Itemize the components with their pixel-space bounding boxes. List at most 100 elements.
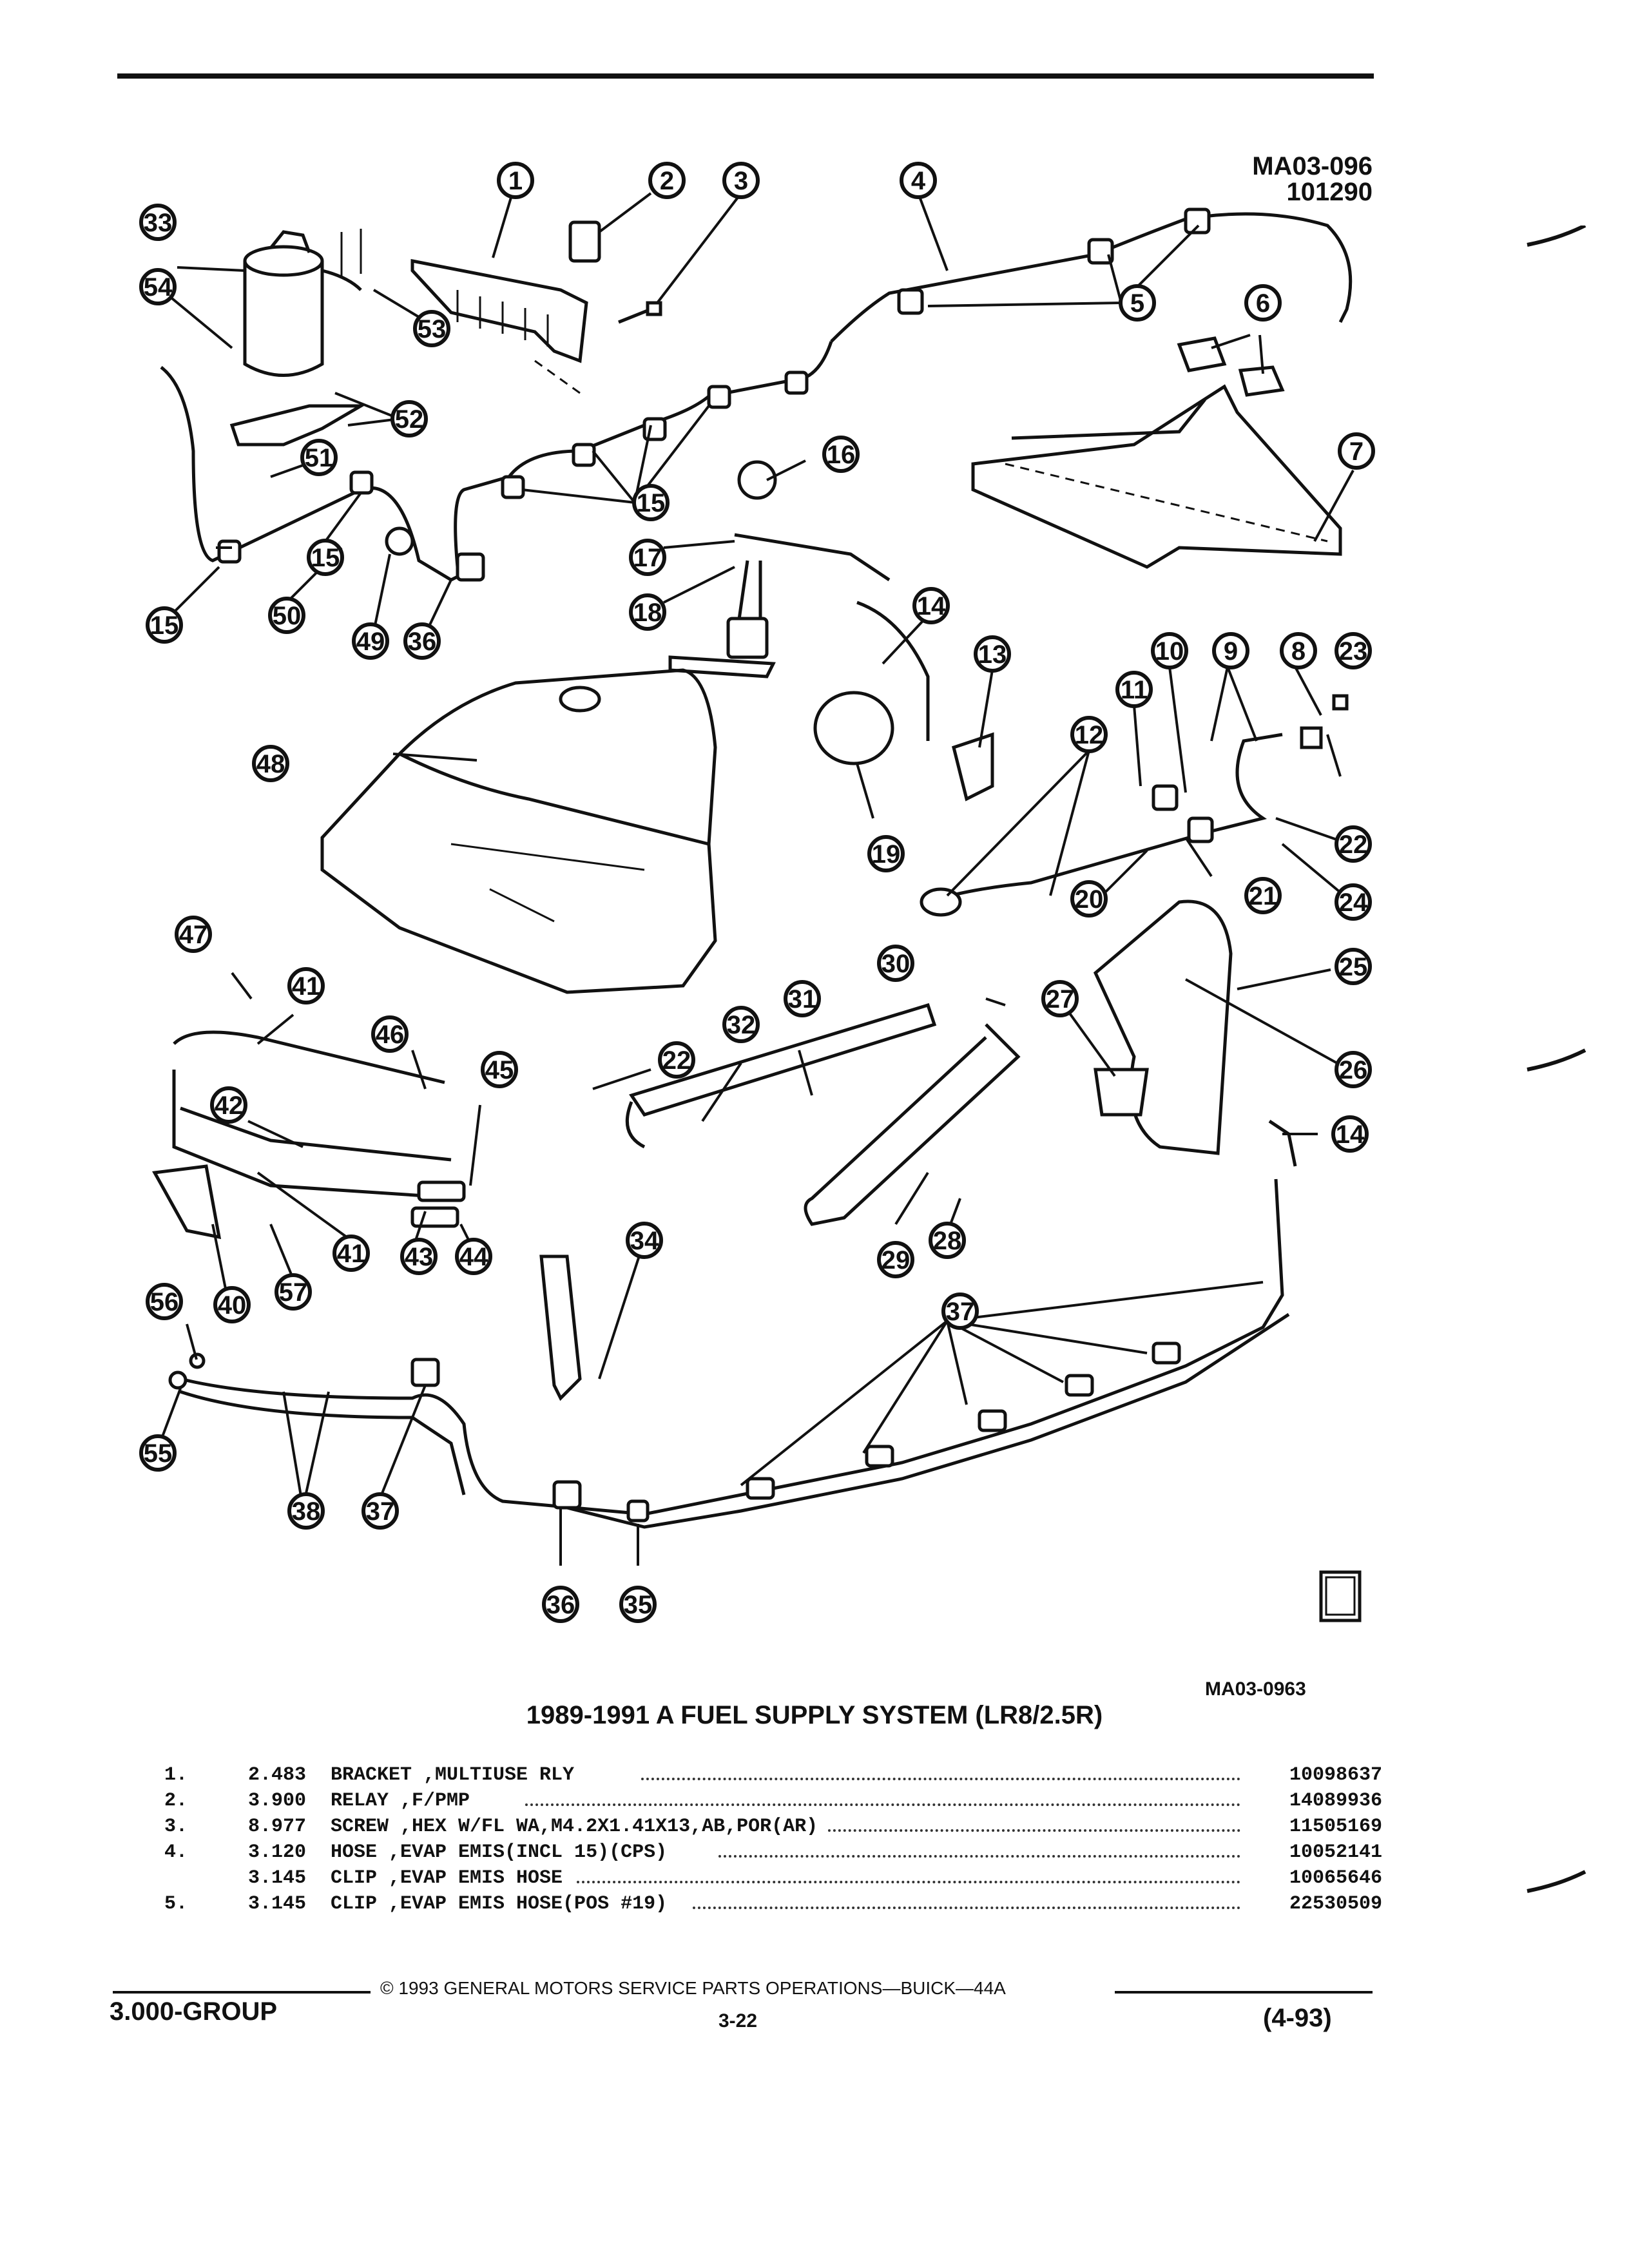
fuel-tank-drawing (320, 668, 717, 994)
callout-5-label: 5 (1130, 289, 1144, 318)
callout-16-label: 16 (827, 441, 856, 469)
callout-7-label: 7 (1349, 437, 1364, 466)
callout-26-label: 26 (1339, 1056, 1368, 1084)
gm-spo-logo (1319, 1570, 1362, 1622)
callout-5: 5 (1119, 284, 1156, 322)
row-code: 8.977 (248, 1816, 307, 1838)
footer-left-rule (113, 1991, 371, 1994)
callout-44: 44 (455, 1238, 492, 1275)
callout-53: 53 (413, 310, 450, 347)
callout-11-label: 11 (1121, 676, 1148, 704)
callout-15c: 15 (146, 606, 183, 644)
callout-24-label: 24 (1339, 889, 1368, 917)
callout-8-label: 8 (1291, 637, 1306, 666)
callout-4: 4 (900, 162, 937, 199)
callout-55: 55 (139, 1434, 177, 1472)
row-part-number: 22530509 (1289, 1893, 1382, 1915)
leader-dots (577, 1881, 1240, 1883)
callout-54-label: 54 (144, 273, 173, 302)
parts-row: 2. 3.900 RELAY ,F/PMP 14089936 (164, 1788, 1382, 1814)
scan-marks (1527, 226, 1586, 1893)
page-number: 3-22 (718, 2010, 758, 2032)
callout-38-label: 38 (292, 1497, 321, 1526)
callout-33-label: 33 (144, 209, 173, 237)
callout-9: 9 (1212, 632, 1249, 669)
callout-14-label: 14 (1336, 1120, 1365, 1149)
copyright-notice: © 1993 GENERAL MOTORS SERVICE PARTS OPER… (380, 1978, 1006, 1998)
callout-48: 48 (252, 745, 289, 782)
callout-49-label: 49 (356, 628, 385, 656)
callout-4-label: 4 (911, 167, 926, 195)
revision-date: (4-93) (1263, 2004, 1332, 2032)
callout-41b: 41 (333, 1235, 370, 1272)
callout-14b: 14 (1331, 1115, 1369, 1153)
line-retainer-drawing (539, 1254, 582, 1401)
valve-drawing (813, 691, 894, 765)
callout-21: 21 (1244, 877, 1282, 914)
row-description: SCREW ,HEX W/FL WA,M4.2X1.41X13,AB,POR(A… (331, 1816, 818, 1838)
callout-20: 20 (1070, 880, 1108, 918)
screw-drawing (618, 301, 662, 324)
parts-row: 3. 8.977 SCREW ,HEX W/FL WA,M4.2X1.41X13… (164, 1814, 1382, 1840)
top-rule (117, 73, 1374, 79)
filler-hose-drawing (927, 733, 1283, 904)
callout-10: 10 (1151, 632, 1188, 669)
mount-tray-drawing (229, 404, 367, 447)
callout-30-label: 30 (882, 950, 911, 978)
callout-49: 49 (352, 622, 389, 660)
parts-row: 1. 2.483 BRACKET ,MULTIUSE RLY 10098637 (164, 1762, 1382, 1788)
leader-lines (157, 192, 1354, 1566)
callout-27-label: 27 (1046, 985, 1075, 1014)
callout-34: 34 (626, 1222, 663, 1259)
callout-17: 17 (629, 539, 666, 576)
callout-19: 19 (867, 835, 905, 872)
relay-bracket-drawing (410, 258, 588, 394)
row-number: 5. (164, 1893, 188, 1915)
callout-3: 3 (722, 162, 760, 199)
callout-22b: 22 (658, 1041, 695, 1079)
callout-6: 6 (1244, 284, 1282, 322)
callout-41-label: 41 (292, 972, 321, 1001)
leader-dots (828, 1829, 1240, 1832)
callout-13-label: 13 (978, 640, 1007, 669)
row-code: 3.145 (248, 1867, 307, 1889)
callout-54: 54 (139, 268, 177, 305)
hose-harness-drawing (160, 341, 833, 582)
callout-22-label: 22 (662, 1046, 691, 1075)
callout-52: 52 (390, 400, 428, 437)
callout-13: 13 (974, 635, 1011, 673)
callout-36-label: 36 (408, 628, 437, 656)
callout-31-label: 31 (788, 985, 817, 1014)
callout-29-label: 29 (882, 1246, 911, 1274)
row-number: 4. (164, 1841, 188, 1863)
row-part-number: 10052141 (1289, 1841, 1382, 1863)
callout-19-label: 19 (872, 840, 901, 869)
tank-strap-drawing (625, 1003, 937, 1149)
evap-hose-drawing (830, 212, 1353, 343)
callout-14-label: 14 (917, 592, 946, 620)
parts-list-title: 1989-1991 A FUEL SUPPLY SYSTEM (LR8/2.5R… (526, 1701, 1103, 1729)
callout-43: 43 (400, 1238, 438, 1275)
row-number: 3. (164, 1816, 188, 1838)
pad-drawing (1177, 336, 1227, 372)
callout-7: 7 (1338, 432, 1375, 470)
fuel-lines-front-drawing (172, 1030, 465, 1200)
row-code: 3.900 (248, 1790, 307, 1812)
callout-48-label: 48 (256, 750, 285, 778)
callout-35: 35 (619, 1586, 657, 1623)
callout-36a: 36 (542, 1586, 579, 1623)
callout-15-label: 15 (637, 489, 666, 517)
row-description: RELAY ,F/PMP (331, 1790, 470, 1812)
callout-16: 16 (822, 436, 860, 473)
callout-37b: 37 (361, 1492, 399, 1530)
callout-45: 45 (481, 1051, 518, 1088)
callout-47: 47 (175, 916, 212, 953)
row-part-number: 10065646 (1289, 1867, 1382, 1889)
fuel-pump-relay-drawing (568, 220, 601, 263)
callout-2: 2 (648, 162, 686, 199)
callout-18: 18 (629, 593, 666, 631)
row-code: 3.120 (248, 1841, 307, 1863)
callout-1-label: 1 (508, 167, 523, 195)
callout-8: 8 (1280, 632, 1317, 669)
